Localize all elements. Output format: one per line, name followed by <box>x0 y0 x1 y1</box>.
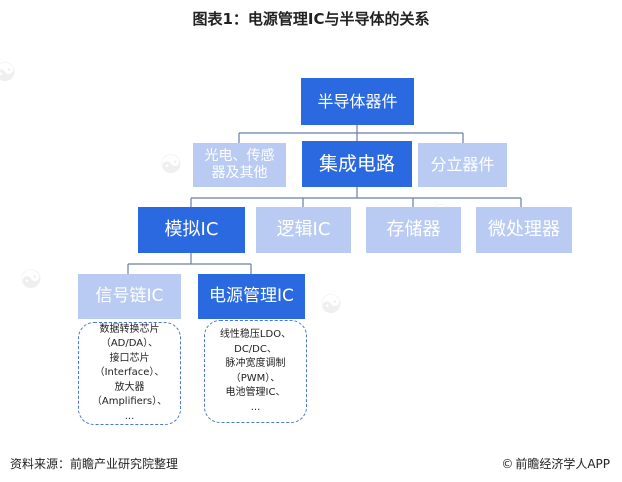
node-discrete-device: 分立器件 <box>418 143 507 187</box>
example-item: 放大器 <box>114 381 145 393</box>
node-integrated-circuit: 集成电路 <box>302 141 412 187</box>
example-item: 脉冲宽度调制 <box>225 358 286 369</box>
node-memory: 存储器 <box>366 207 461 253</box>
brand-name: 前瞻经济学人APP <box>515 457 610 471</box>
diagram-title: 图表1：电源管理IC与半导体的关系 <box>192 10 430 28</box>
example-item: 数据转换芯片 <box>99 323 160 335</box>
example-item: （AD/DA）、 <box>100 338 159 350</box>
node-signal-chain-ic: 信号链IC <box>78 274 181 319</box>
node-power-management-ic: 电源管理IC <box>198 274 305 319</box>
source-note: 资料来源：前瞻产业研究院整理 <box>10 457 179 471</box>
example-item: （PWM）、 <box>230 372 281 384</box>
node-semiconductor: 半导体器件 <box>301 78 414 125</box>
example-item: ... <box>250 401 261 413</box>
signal-chain-examples: 数据转换芯片 （AD/DA）、 接口芯片 （Interface）、 放大器 （A… <box>78 322 181 425</box>
node-analog-ic: 模拟IC <box>138 207 245 253</box>
node-logic-ic: 逻辑IC <box>256 207 351 253</box>
example-item: DC/DC、 <box>234 343 277 355</box>
copyright-icon: © <box>501 456 514 471</box>
node-optoelectronic-line2: 器及其他 <box>211 165 268 181</box>
power-management-examples: 线性稳压LDO、 DC/DC、 脉冲宽度调制 （PWM）、 电池管理IC、 ..… <box>204 320 307 423</box>
example-item: ... <box>124 410 135 422</box>
node-optoelectronic-sensor-other: 光电、传感 器及其他 <box>193 143 286 187</box>
example-item: （Amplifiers）、 <box>91 396 168 408</box>
example-item: 电池管理IC、 <box>225 387 286 398</box>
node-microprocessor: 微处理器 <box>476 207 572 253</box>
example-item: 接口芯片 <box>109 352 150 364</box>
example-item: （Interface）、 <box>94 367 165 379</box>
example-item: 线性稳压LDO、 <box>219 329 292 340</box>
brand-credit: © 前瞻经济学人APP <box>501 455 610 472</box>
node-optoelectronic-line1: 光电、传感 <box>204 148 275 165</box>
